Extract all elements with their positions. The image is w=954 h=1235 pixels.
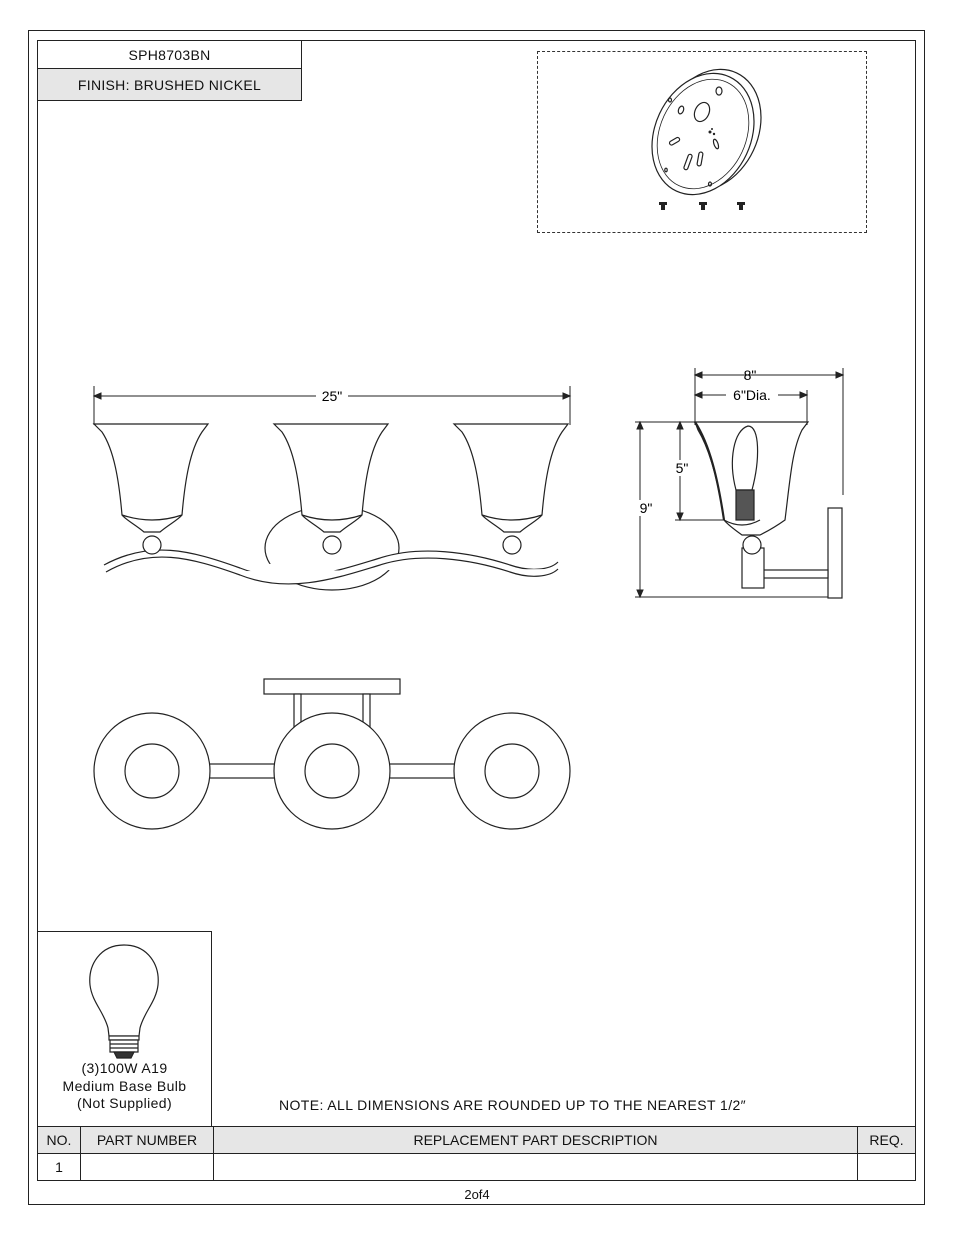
width-dimension: 25" (322, 388, 343, 404)
inner-border (37, 40, 916, 1181)
height-dimension: 9" (640, 500, 653, 516)
page-number: 2of4 (464, 1187, 490, 1202)
bulb-description: (3)100W A19 Medium Base Bulb (Not Suppli… (37, 1060, 212, 1113)
shade-height-dimension: 5" (676, 460, 689, 476)
title-block: SPH8703BN FINISH: BRUSHED NICKEL (37, 40, 302, 101)
front-view-drawing: 25" (92, 386, 572, 591)
shade-diameter-dimension: 6"Dia. (733, 387, 771, 403)
mounting-hardware-box (537, 51, 867, 233)
side-view-drawing: 8" 6"Dia. 5" 9" (635, 367, 845, 599)
parts-table: NO. PART NUMBER REPLACEMENT PART DESCRIP… (37, 1126, 916, 1181)
table-row: 1 (37, 1153, 916, 1181)
row-no: 1 (37, 1153, 81, 1181)
row-description (213, 1153, 858, 1181)
bulb-wattage: (3)100W A19 (81, 1060, 168, 1076)
row-part-number (80, 1153, 214, 1181)
header-part-number: PART NUMBER (80, 1126, 214, 1154)
parts-table-header: NO. PART NUMBER REPLACEMENT PART DESCRIP… (37, 1126, 916, 1154)
finish-label: FINISH: BRUSHED NICKEL (37, 69, 302, 101)
top-view-drawing (93, 678, 571, 830)
dimension-note: NOTE: ALL DIMENSIONS ARE ROUNDED UP TO T… (279, 1097, 747, 1113)
bulb-supply-note: (Not Supplied) (76, 1095, 173, 1111)
header-no: NO. (37, 1126, 81, 1154)
depth-dimension: 8" (744, 367, 757, 383)
bulb-icon (89, 944, 159, 1059)
mounting-plate-drawing (651, 68, 762, 210)
header-description: REPLACEMENT PART DESCRIPTION (213, 1126, 858, 1154)
row-req (857, 1153, 916, 1181)
model-number: SPH8703BN (37, 40, 302, 69)
bulb-base-type: Medium Base Bulb (62, 1077, 187, 1094)
header-req: REQ. (857, 1126, 916, 1154)
outer-border (28, 30, 925, 1205)
bulb-info-box: (3)100W A19 Medium Base Bulb (Not Suppli… (37, 931, 212, 1127)
